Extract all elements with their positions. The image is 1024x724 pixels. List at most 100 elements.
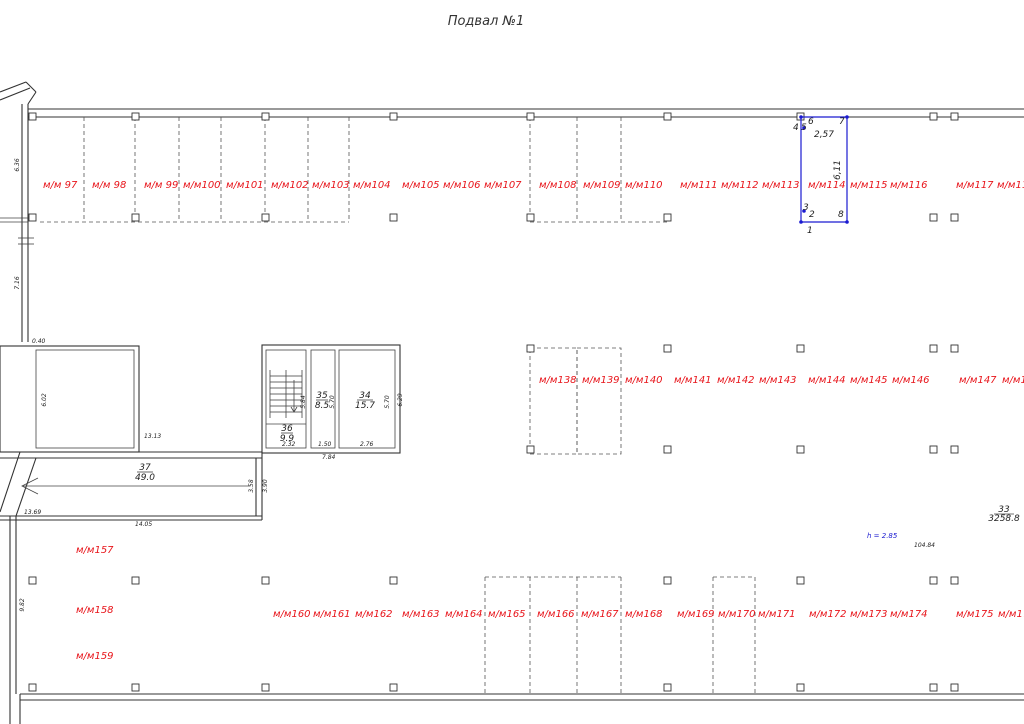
space-label[interactable]: м/м115 — [850, 180, 888, 191]
dimension: 5.70 — [384, 395, 391, 409]
space-label[interactable]: м/м175 — [956, 609, 994, 620]
space-label[interactable]: м/м161 — [313, 609, 351, 620]
labels-row-2: м/м138 м/м139 м/м140 м/м141 м/м142 м/м14… — [539, 375, 1024, 386]
stair-block — [261, 344, 401, 454]
vertex-5: 5 — [801, 123, 807, 133]
dimension: 2.32 — [282, 441, 296, 448]
space-label[interactable]: м/м103 — [312, 180, 350, 191]
space-label[interactable]: м/м109 — [583, 180, 621, 191]
vertex-1: 1 — [807, 226, 813, 236]
selected-width: 2,57 — [814, 130, 834, 140]
dimension: 9.82 — [19, 598, 26, 612]
room-35-number: 35 — [316, 391, 328, 401]
space-label[interactable]: м/м171 — [758, 609, 796, 620]
selected-length: 6,11 — [833, 160, 843, 180]
space-label[interactable]: м/м170 — [718, 609, 756, 620]
dimension: 14.05 — [135, 521, 152, 528]
dimension: 2.76 — [360, 441, 374, 448]
dimension: 6.29 — [397, 393, 404, 407]
space-label[interactable]: м/м163 — [402, 609, 440, 620]
space-label[interactable]: м/м139 — [582, 375, 620, 386]
room-36-number: 36 — [281, 424, 293, 434]
space-label[interactable]: м/м173 — [850, 609, 888, 620]
space-label[interactable]: м/м174 — [890, 609, 928, 620]
space-label[interactable]: м/м111 — [680, 180, 718, 191]
space-label[interactable]: м/м164 — [445, 609, 483, 620]
labels-row-3: м/м160 м/м161 м/м162 м/м163 м/м164 м/м16… — [273, 609, 1024, 620]
space-label[interactable]: м/м108 — [539, 180, 577, 191]
dimension: 5.70 — [329, 395, 336, 409]
space-label[interactable]: м/м105 — [402, 180, 440, 191]
space-label[interactable]: м/м145 — [850, 375, 888, 386]
space-label[interactable]: м/м106 — [443, 180, 481, 191]
space-label[interactable]: м/м107 — [484, 180, 522, 191]
space-label[interactable]: м/м168 — [625, 609, 663, 620]
dimension: 13.69 — [24, 509, 41, 516]
space-label[interactable]: м/м110 — [625, 180, 663, 191]
space-outlines — [40, 117, 756, 694]
space-label[interactable]: м/м 99 — [144, 180, 178, 191]
dimension: 3.90 — [262, 479, 269, 493]
space-label[interactable]: м/м148 — [1002, 375, 1024, 386]
space-label[interactable]: м/м146 — [892, 375, 930, 386]
space-label[interactable]: м/м118 — [997, 180, 1024, 191]
space-label[interactable]: м/м102 — [271, 180, 309, 191]
space-label[interactable]: м/м113 — [762, 180, 800, 191]
space-label[interactable]: м/м143 — [759, 375, 797, 386]
room-35-area: 8.5 — [315, 401, 330, 411]
space-label[interactable]: м/м114 — [808, 180, 846, 191]
space-label[interactable]: м/м116 — [890, 180, 928, 191]
space-label[interactable]: м/м101 — [226, 180, 264, 191]
space-label[interactable]: м/м160 — [273, 609, 311, 620]
space-label[interactable]: м/м169 — [677, 609, 715, 620]
vertex-3: 3 — [803, 203, 809, 213]
dimension: 104.84 — [914, 542, 935, 549]
space-label[interactable]: м/м157 — [76, 545, 114, 556]
selected-space[interactable]: 2,57 6,11 1 2 3 4 5 6 7 8 — [793, 115, 849, 236]
room-34-area: 15.7 — [355, 401, 375, 411]
dimension: 3.58 — [248, 479, 255, 493]
dimension: 7.16 — [14, 276, 21, 290]
space-label[interactable]: м/м141 — [674, 375, 712, 386]
room-34-number: 34 — [359, 391, 371, 401]
vertex-7: 7 — [839, 117, 845, 127]
space-label[interactable]: м/м167 — [581, 609, 619, 620]
space-label[interactable]: м/м165 — [488, 609, 526, 620]
dimension-annotations: 6.36 7.16 0.40 6.02 13.13 5.84 5.70 5.70… — [14, 158, 935, 612]
space-label[interactable]: м/м104 — [353, 180, 391, 191]
dimension: 1.50 — [318, 441, 332, 448]
room-36-area: 9.9 — [280, 434, 295, 444]
columns — [28, 112, 959, 692]
space-label[interactable]: м/м159 — [76, 651, 114, 662]
room-37-area: 49.0 — [135, 473, 155, 483]
vertex-8: 8 — [838, 210, 844, 220]
dimension: 5.84 — [300, 395, 307, 409]
space-label[interactable]: м/м 97 — [43, 180, 78, 191]
ceiling-height-note: h = 2.85 — [867, 532, 898, 540]
dimension: 6.02 — [41, 393, 48, 407]
dimension: 6.36 — [14, 158, 21, 172]
room-labels: 36 9.9 35 8.5 34 15.7 37 49.0 33 3258.8 — [135, 391, 1020, 524]
space-label[interactable]: м/м 98 — [92, 180, 126, 191]
vertex-4: 4 — [793, 123, 799, 133]
space-label[interactable]: м/м112 — [721, 180, 759, 191]
space-label[interactable]: м/м147 — [959, 375, 997, 386]
space-label[interactable]: м/м117 — [956, 180, 994, 191]
dimension: 7.84 — [322, 454, 336, 461]
space-label[interactable]: м/м100 — [183, 180, 221, 191]
space-label[interactable]: м/м162 — [355, 609, 393, 620]
dimension: 13.13 — [144, 433, 161, 440]
vertex-2: 2 — [809, 210, 815, 220]
space-label[interactable]: м/м166 — [537, 609, 575, 620]
space-label[interactable]: м/м158 — [76, 605, 114, 616]
space-label[interactable]: м/м176 — [998, 609, 1024, 620]
space-label[interactable]: м/м140 — [625, 375, 663, 386]
left-room-block — [0, 345, 263, 521]
space-label[interactable]: м/м138 — [539, 375, 577, 386]
space-label[interactable]: м/м172 — [809, 609, 847, 620]
space-label[interactable]: м/м142 — [717, 375, 755, 386]
space-label[interactable]: м/м144 — [808, 375, 846, 386]
plan-title: Подвал №1 — [448, 14, 525, 29]
labels-row-1: м/м 97 м/м 98 м/м 99 м/м100 м/м101 м/м10… — [43, 180, 1024, 191]
